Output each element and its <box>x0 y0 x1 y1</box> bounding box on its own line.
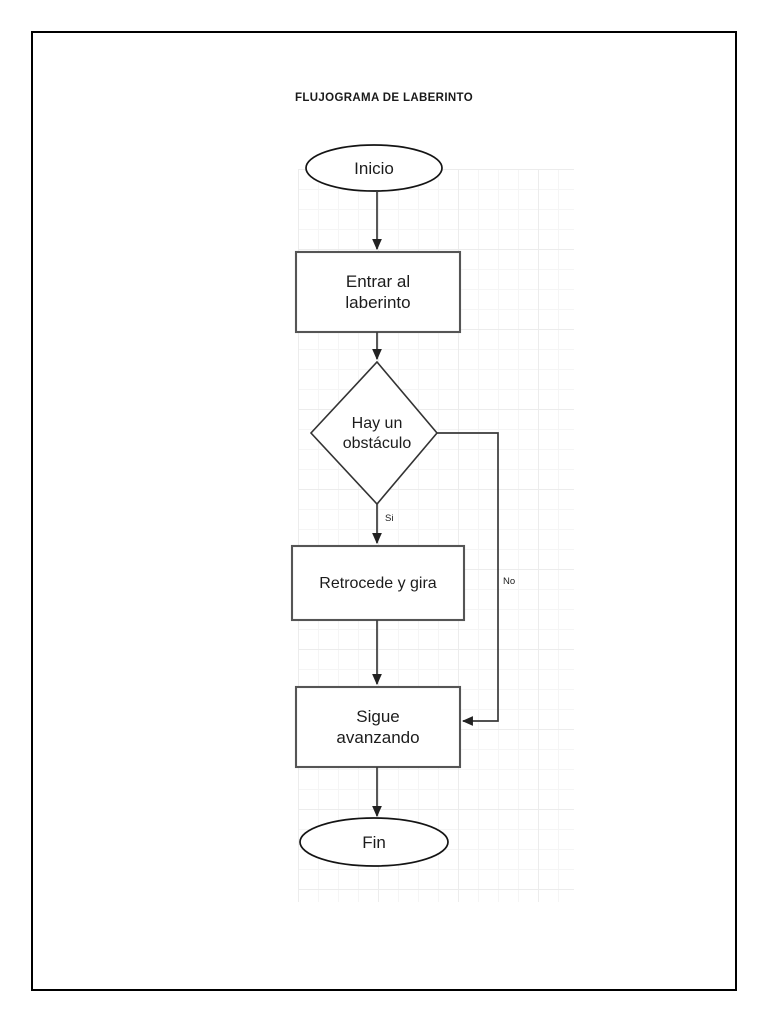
node-fin-label: Fin <box>362 832 386 852</box>
edge-label-no: No <box>503 576 516 587</box>
page-title: FLUJOGRAMA DE LABERINTO <box>295 92 473 104</box>
node-inicio-label: Inicio <box>354 158 394 178</box>
edge-label-si: Si <box>385 513 394 524</box>
node-sigue-label: Sigue avanzando <box>336 707 420 747</box>
node-entrar-label: Entrar al laberinto <box>345 272 411 312</box>
node-decision-label: Hay un obstáculo <box>342 415 412 452</box>
node-retrocede-label: Retrocede y gira <box>319 574 437 592</box>
